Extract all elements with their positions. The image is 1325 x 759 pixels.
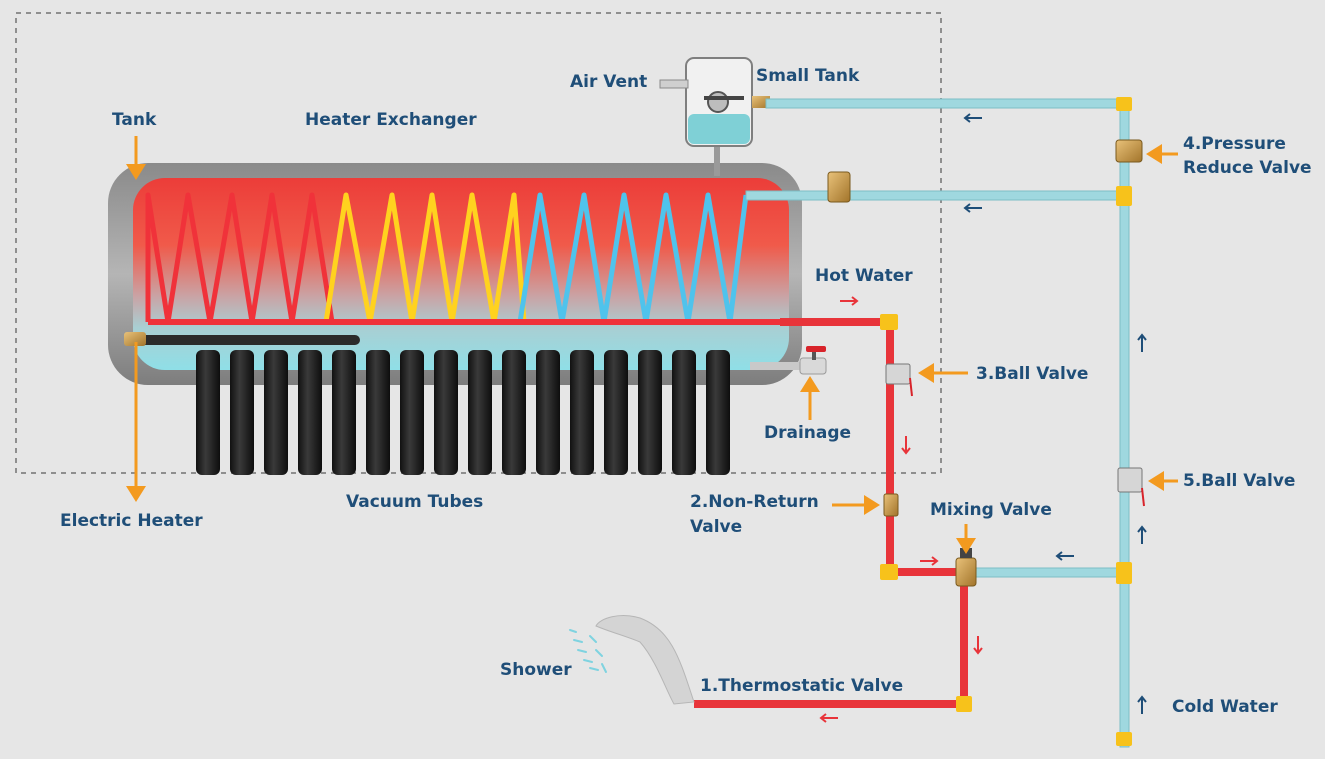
thermostatic-valve-label: 1.Thermostatic Valve: [700, 676, 904, 696]
vacuum-tube: [468, 350, 492, 475]
cold-flow-arrows: [963, 113, 1147, 714]
drainage-label: Drainage: [764, 423, 852, 443]
ball-valve-3-pointer-arrow: [918, 363, 968, 383]
heat-exchanger-coil: [145, 192, 790, 325]
vacuum-tube: [196, 350, 220, 475]
pressure-reduce-valve: [1115, 139, 1143, 163]
vacuum-tubes: [196, 350, 730, 475]
air-vent-label: Air Vent: [570, 72, 648, 92]
non-return-valve-label-line2: Valve: [690, 517, 743, 537]
mixing-valve-label: Mixing Valve: [930, 500, 1052, 520]
non-return-valve: [883, 493, 899, 517]
coil-blue-section: [517, 192, 749, 325]
vacuum-tube: [604, 350, 628, 475]
pointer-arrows: [126, 136, 1178, 554]
non-return-valve-pointer-arrow: [832, 495, 880, 515]
pressure-valve-pointer-arrow: [1146, 144, 1178, 164]
vacuum-tube: [638, 350, 662, 475]
shower-head: [569, 615, 695, 705]
coil-yellow-section: [323, 192, 527, 325]
vacuum-tube: [434, 350, 458, 475]
coil-red-section: [145, 192, 335, 325]
small-tank: [659, 57, 770, 176]
ball-valve-3-label: 3.Ball Valve: [976, 364, 1089, 384]
vacuum-tube: [264, 350, 288, 475]
pressure-reduce-valve-label-line1: 4.Pressure: [1183, 134, 1286, 154]
non-return-valve-label-line1: 2.Non-Return: [690, 492, 819, 512]
vacuum-tube: [366, 350, 390, 475]
vacuum-tube: [672, 350, 696, 475]
vacuum-tube: [536, 350, 560, 475]
drainage-pointer-arrow: [800, 376, 820, 420]
tank-label: Tank: [112, 110, 157, 130]
tank-pointer-arrow: [126, 136, 146, 180]
hot-flow-arrows: [819, 296, 983, 723]
vacuum-tubes-label: Vacuum Tubes: [346, 492, 484, 512]
vacuum-tube: [400, 350, 424, 475]
hot-water-pipes: [694, 318, 968, 708]
electric-heater-fitting: [124, 332, 146, 346]
ball-valve-5: [1117, 467, 1145, 507]
ball-valve-5-pointer-arrow: [1148, 471, 1178, 491]
shower-label: Shower: [500, 660, 572, 680]
vacuum-tube: [570, 350, 594, 475]
ball-valve-5-label: 5.Ball Valve: [1183, 471, 1296, 491]
vacuum-tube: [502, 350, 526, 475]
pipe-fittings: [880, 97, 1132, 746]
hot-water-label: Hot Water: [815, 266, 913, 286]
mixing-valve-pointer-arrow: [956, 524, 976, 554]
heater-exchanger-label: Heater Exchanger: [305, 110, 477, 130]
electric-heater-element: [140, 335, 360, 345]
pressure-reduce-valve-label-line2: Reduce Valve: [1183, 158, 1312, 178]
vacuum-tube: [332, 350, 356, 475]
electric-heater-pointer-arrow: [126, 342, 146, 502]
flow-arrows: [819, 113, 1147, 723]
small-tank-label: Small Tank: [756, 66, 860, 86]
vacuum-tube: [230, 350, 254, 475]
electric-heater-label: Electric Heater: [60, 511, 203, 531]
vacuum-tube: [298, 350, 322, 475]
cold-water-label: Cold Water: [1172, 697, 1278, 717]
vacuum-tube: [706, 350, 730, 475]
system-boundary: [15, 12, 942, 474]
ball-valve-3: [885, 363, 913, 397]
drainage-valve: [750, 346, 827, 375]
pressure-relief-valve: [827, 171, 851, 203]
